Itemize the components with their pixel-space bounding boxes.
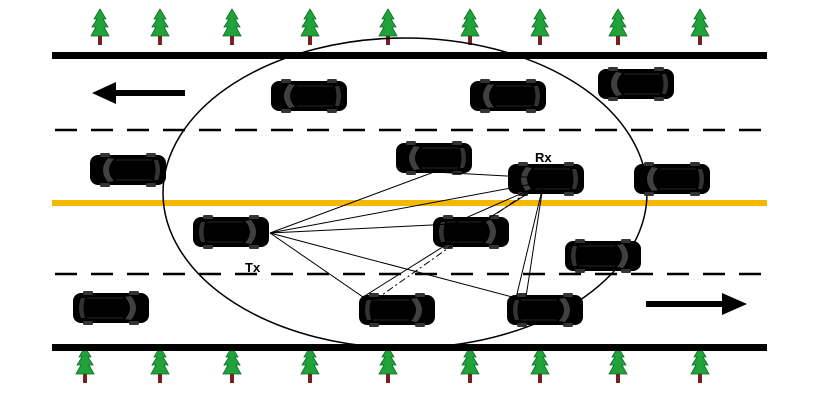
tree-icon [150, 346, 170, 384]
tree-icon [608, 346, 628, 384]
tree-icon [75, 346, 95, 384]
trees-bottom [75, 346, 710, 384]
path-dashed [374, 182, 541, 301]
tree-icon [530, 8, 550, 46]
car-green-upper [395, 140, 473, 176]
tree-icon [690, 8, 710, 46]
car-white [633, 161, 711, 197]
car-white [469, 78, 547, 114]
arrow-right-icon [646, 293, 747, 315]
tree-icon [460, 346, 480, 384]
car-white [270, 78, 348, 114]
tree-icon [300, 346, 320, 384]
car-red [358, 292, 436, 328]
path-rx-to-green-lower [525, 185, 544, 298]
tree-icon [150, 8, 170, 46]
tree-icon [222, 8, 242, 46]
arrow-left-icon [92, 82, 185, 104]
car-green-lower [506, 292, 584, 328]
car-green-mid [432, 214, 510, 250]
tree-icon [90, 8, 110, 46]
car-white [89, 152, 167, 188]
path-via-green-mid [269, 183, 544, 234]
center-line [52, 200, 767, 206]
tx-label: Tx [245, 260, 261, 275]
rx-label: Rx [535, 150, 552, 165]
tree-icon [530, 346, 550, 384]
tree-icon [690, 346, 710, 384]
car-white [72, 290, 150, 326]
road-edge-top [52, 52, 767, 59]
car-white [564, 238, 642, 274]
tree-icon [300, 8, 320, 46]
tree-icon [222, 346, 242, 384]
car-white [597, 66, 675, 102]
car-tx [192, 214, 270, 250]
car-rx [507, 161, 585, 197]
signal-paths [269, 171, 544, 301]
trees-top [90, 8, 710, 46]
tree-icon [608, 8, 628, 46]
path-via-green-upper [269, 171, 544, 234]
path-via-green-lower [269, 185, 544, 299]
tree-icon [460, 8, 480, 46]
tree-icon [378, 346, 398, 384]
tree-icon [378, 8, 398, 46]
path-los [269, 181, 544, 234]
path-via-red [269, 183, 544, 298]
